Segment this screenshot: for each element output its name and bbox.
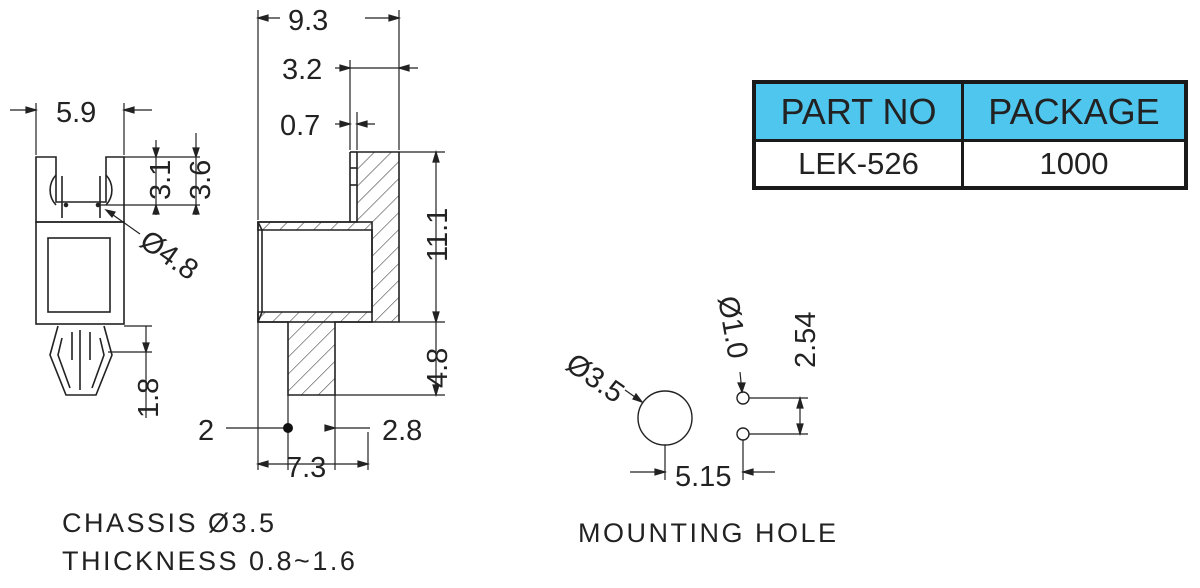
dim-0-7: 0.7: [280, 110, 320, 142]
dim-dia-3-5: Ø3.5: [560, 348, 630, 410]
dim-7-3: 7.3: [286, 452, 326, 484]
part-table: PART NO PACKAGE LEK-526 1000: [752, 80, 1188, 190]
dim-9-3: 9.3: [288, 5, 328, 37]
front-view-dims: [10, 103, 200, 418]
side-view: [257, 151, 400, 396]
pin-hole-upper: [736, 391, 750, 405]
dim-3-6: 3.6: [185, 160, 217, 200]
caption-chassis: CHASSIS Ø3.5: [62, 508, 277, 538]
dim-2-54: 2.54: [790, 312, 822, 368]
caption-thickness: THICKNESS 0.8~1.6: [62, 546, 358, 576]
dim-2-8: 2.8: [382, 415, 422, 447]
dim-4-8: 4.8: [422, 348, 454, 388]
side-view-dims: [226, 10, 445, 470]
dim-3-1: 3.1: [145, 160, 177, 200]
front-view: [35, 156, 125, 396]
header-package: PACKAGE: [964, 84, 1184, 142]
cell-package: 1000: [964, 142, 1184, 186]
cell-part-no: LEK-526: [756, 142, 964, 186]
dim-5-15: 5.15: [675, 461, 731, 493]
pin-hole-lower: [736, 427, 750, 441]
caption-mounting-hole: MOUNTING HOLE: [578, 518, 839, 548]
dim-3-2: 3.2: [282, 54, 322, 86]
mounting-hole-view: [637, 390, 750, 446]
dim-11-1: 11.1: [422, 208, 454, 262]
dim-5-9: 5.9: [56, 97, 96, 129]
dim-dia-1-0: Ø1.0: [711, 294, 753, 361]
dim-1-8: 1.8: [133, 378, 165, 418]
chassis-hole: [637, 390, 693, 446]
mounting-hole-dims: [624, 371, 808, 480]
dim-2: 2: [198, 415, 214, 447]
header-part-no: PART NO: [756, 84, 964, 142]
dim-dia-4-8: Ø4.8: [134, 225, 204, 287]
